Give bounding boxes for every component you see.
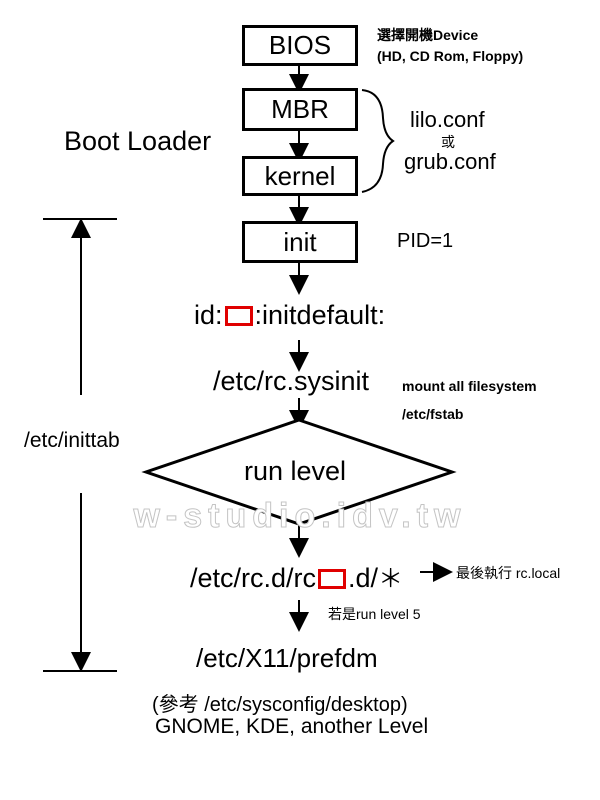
desktops-line: GNOME, KDE, another Level	[155, 715, 429, 738]
runlevel-placeholder-box	[224, 306, 253, 326]
id-prefix: id:	[194, 300, 223, 330]
bios-note-line2: (HD, CD Rom, Floppy)	[377, 48, 524, 64]
or-label: 或	[441, 134, 455, 150]
rcd-prefix: /etc/rc.d/rc	[190, 563, 317, 593]
kernel-label: kernel	[264, 160, 336, 191]
grub-conf: grub.conf	[404, 149, 496, 174]
level5-note: 若是run level 5	[328, 606, 421, 622]
fstab-note: /etc/fstab	[402, 406, 464, 422]
init-label: init	[283, 226, 317, 257]
id-initdefault: id: :initdefault:	[194, 300, 385, 331]
bios-label: BIOS	[268, 30, 332, 60]
mbr-box: MBR	[242, 88, 358, 131]
prefdm-path: /etc/X11/prefdm	[196, 643, 378, 673]
runlevel-placeholder-box-2	[318, 569, 347, 589]
mount-note: mount all filesystem	[402, 378, 537, 394]
bios-note-line1: 選擇開機Device	[377, 27, 479, 43]
asterisk: ＊	[378, 565, 404, 593]
brace	[361, 89, 395, 193]
rc-sysinit: /etc/rc.sysinit	[213, 366, 370, 396]
kernel-box: kernel	[242, 156, 358, 196]
run-level-diamond	[141, 418, 457, 526]
sysconfig-ref: (參考 /etc/sysconfig/desktop)	[152, 694, 408, 716]
rc-local-note: 最後執行 rc.local	[456, 565, 561, 581]
init-box: init	[242, 221, 358, 263]
mbr-label: MBR	[271, 94, 329, 124]
rcd-suffix: .d/	[348, 563, 379, 593]
watermark-text: w-studio.idv.tw	[133, 497, 467, 536]
rc-d-path: /etc/rc.d/rc .d/＊	[190, 559, 403, 595]
boot-loader-label: Boot Loader	[64, 126, 212, 156]
bios-box: BIOS	[242, 25, 358, 66]
run-level-label: run level	[244, 456, 347, 486]
inittab-label: /etc/inittab	[24, 429, 120, 452]
lilo-conf: lilo.conf	[410, 107, 485, 132]
pid-note: PID=1	[397, 230, 454, 252]
id-suffix: :initdefault:	[254, 300, 386, 330]
